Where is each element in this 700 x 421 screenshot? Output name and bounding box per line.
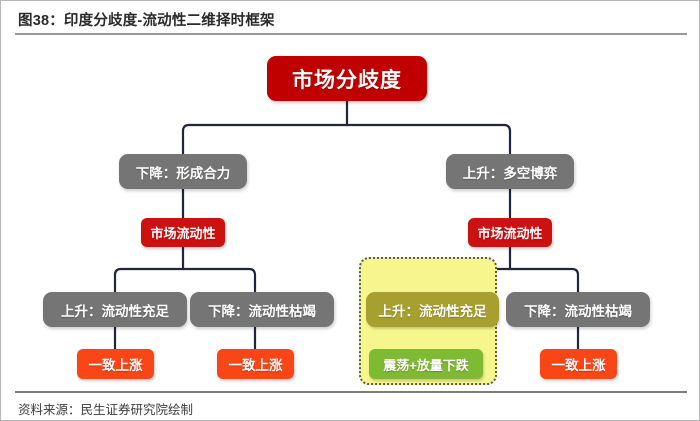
node-liquidity-left[interactable]: 市场流动性: [141, 218, 225, 247]
edge-right-to-l4b: [508, 267, 580, 294]
node-outcome-right-rally[interactable]: 一致上涨: [540, 349, 617, 379]
node-divergence-down[interactable]: 下降：形成合力: [119, 154, 247, 189]
node-left-liquidity-dry[interactable]: 下降：流动性枯竭: [190, 292, 334, 327]
edge-left-to-l4a: [113, 267, 185, 294]
title-bar: 图38：印度分歧度-流动性二维择时框架: [1, 1, 700, 36]
title-divider: [15, 33, 687, 35]
node-right-liquidity-ample[interactable]: 上升：流动性充足: [366, 292, 499, 327]
node-divergence-up[interactable]: 上升：多空博弈: [446, 154, 574, 189]
edge-left-to-l4b: [181, 267, 257, 294]
node-outcome-left-rally-a[interactable]: 一致上涨: [77, 349, 154, 379]
node-right-liquidity-dry[interactable]: 下降：流动性枯竭: [506, 292, 650, 327]
node-left-liquidity-ample[interactable]: 上升：流动性充足: [43, 292, 187, 327]
source-note: 资料来源：民生证券研究院绘制: [18, 403, 194, 417]
node-liquidity-right[interactable]: 市场流动性: [468, 218, 552, 247]
tree-diagram: 市场分歧度 下降：形成合力 上升：多空博弈 市场流动性 市场流动性 上升：流动性…: [1, 36, 700, 388]
node-outcome-volatile-volume-drop[interactable]: 震荡+放量下跌: [369, 349, 483, 379]
edge-root-to-left: [181, 123, 349, 156]
edge-root-to-right: [345, 123, 512, 156]
node-root-market-divergence[interactable]: 市场分歧度: [267, 56, 427, 101]
footer-divider: [15, 391, 687, 393]
node-outcome-left-rally-b[interactable]: 一致上涨: [217, 349, 294, 379]
page-title: 图38：印度分歧度-流动性二维择时框架: [18, 13, 275, 29]
